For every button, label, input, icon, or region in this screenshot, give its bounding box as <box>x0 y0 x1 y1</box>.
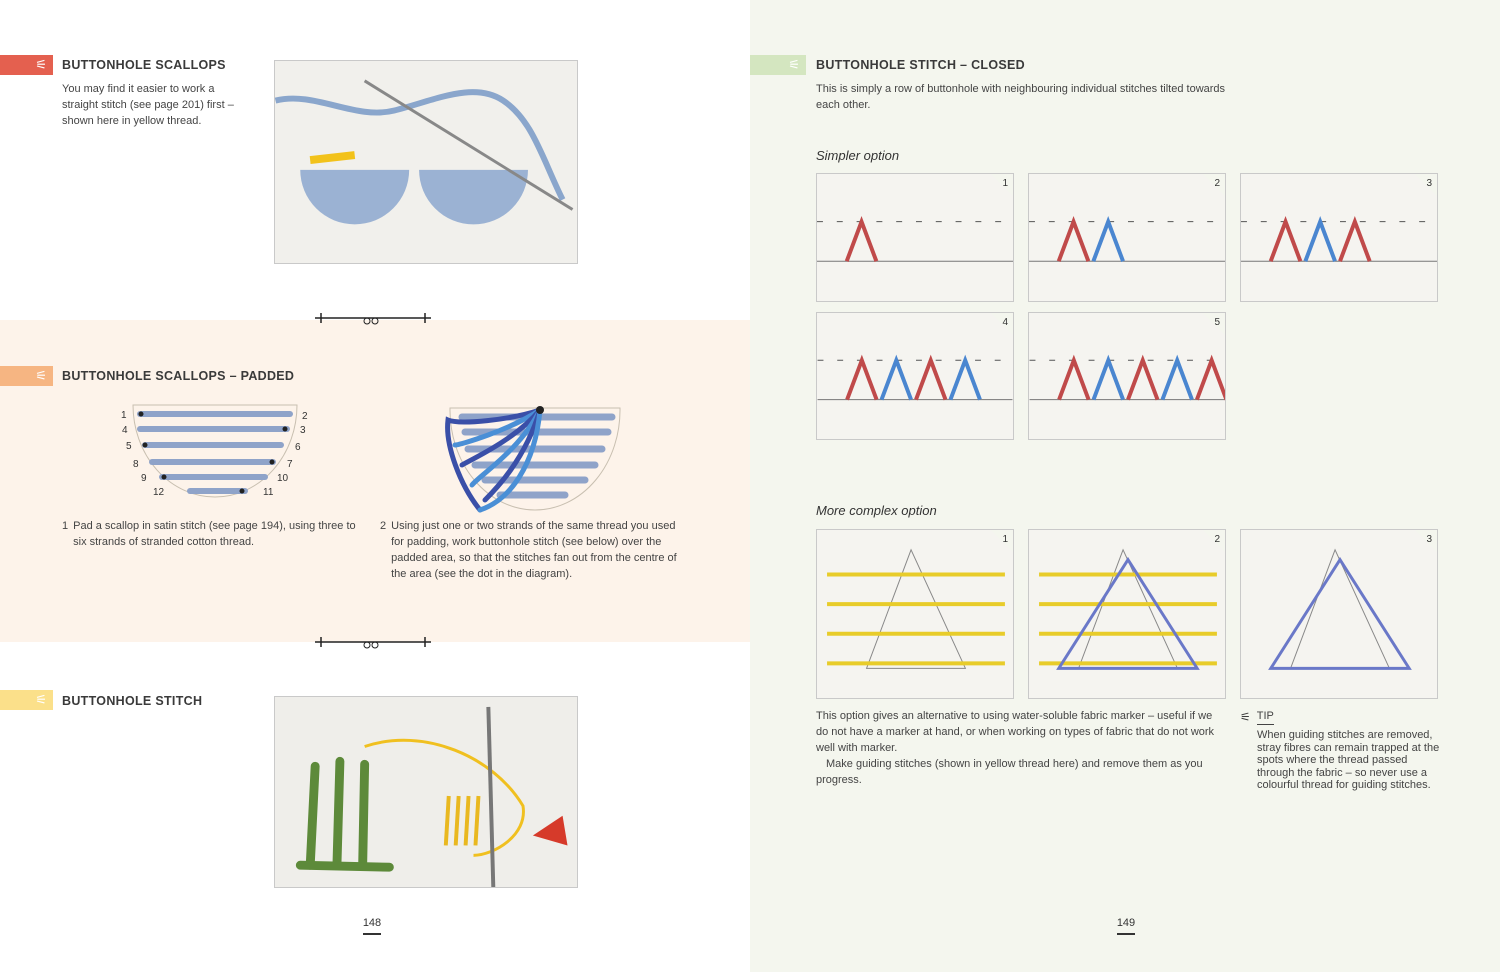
needle-icon: ⚟ <box>788 57 800 72</box>
folded-corner <box>1203 174 1225 196</box>
page-number: 149 <box>1111 917 1141 935</box>
needle-icon: ⚟ <box>35 57 47 72</box>
step-number: 2 <box>1214 178 1220 189</box>
folded-corner <box>1415 530 1437 552</box>
ornament-divider <box>315 313 431 325</box>
buttonhole-fan-diagram <box>445 406 621 513</box>
complex-step-photo: 1 <box>816 529 1014 699</box>
step-2: 2 Using just one or two strands of the sa… <box>380 518 680 582</box>
svg-text:1: 1 <box>121 410 127 421</box>
svg-text:6: 6 <box>295 442 301 453</box>
svg-text:4: 4 <box>122 425 128 436</box>
svg-text:2: 2 <box>302 411 308 422</box>
folded-corner <box>991 313 1013 335</box>
svg-text:8: 8 <box>133 459 139 470</box>
tip-label: TIP <box>1256 708 1274 725</box>
folded-corner <box>991 530 1013 552</box>
section-title: BUTTONHOLE SCALLOPS <box>62 58 226 72</box>
section-intro: This is simply a row of buttonhole with … <box>816 83 1226 111</box>
svg-text:9: 9 <box>141 473 147 484</box>
step-number: 5 <box>1214 317 1220 328</box>
simpler-step-photo: 2 <box>1028 173 1226 302</box>
simpler-step-photo: 1 <box>816 173 1014 302</box>
section-title: BUTTONHOLE STITCH – CLOSED <box>816 58 1025 72</box>
needle-icon: ⚟ <box>35 368 47 383</box>
simpler-step-photo: 5 <box>1028 312 1226 440</box>
svg-text:7: 7 <box>287 459 293 470</box>
folded-corner <box>1415 174 1437 196</box>
padded-section-band <box>0 320 750 642</box>
section-tab-green: ⚟ <box>750 55 806 75</box>
needle-icon: ⚟ <box>35 692 47 707</box>
section-tab-peach: ⚟ <box>0 366 53 386</box>
complex-step-photo: 2 <box>1028 529 1226 699</box>
body-paragraph-2: Make guiding stitches (shown in yellow t… <box>816 758 1203 786</box>
svg-text:3: 3 <box>300 425 306 436</box>
scallops-photo <box>274 60 578 264</box>
complex-option-label: More complex option <box>816 503 937 518</box>
tip-text: When guiding stitches are removed, stray… <box>1257 729 1440 791</box>
body-paragraph-1: This option gives an alternative to usin… <box>816 710 1215 754</box>
step-number: 1 <box>1002 534 1008 545</box>
section-title: BUTTONHOLE SCALLOPS – PADDED <box>62 369 295 383</box>
svg-text:11: 11 <box>263 487 274 498</box>
folded-corner <box>1203 530 1225 552</box>
step-number: 1 <box>1002 178 1008 189</box>
folded-corner <box>1203 313 1225 335</box>
ornament-divider <box>315 637 431 649</box>
simpler-step-photo: 4 <box>816 312 1014 440</box>
body-text: This option gives an alternative to usin… <box>816 708 1226 788</box>
right-page <box>750 0 1500 972</box>
step-number: 3 <box>1426 534 1432 545</box>
step-number: 2 <box>380 520 387 532</box>
step-text: Pad a scallop in satin stitch (see page … <box>73 520 356 548</box>
svg-text:12: 12 <box>153 487 165 498</box>
section-title: BUTTONHOLE STITCH <box>62 694 203 708</box>
buttonhole-stitch-photo <box>274 696 578 888</box>
section-body: You may find it easier to work a straigh… <box>62 83 234 127</box>
tip-box: ⚟ TIP When guiding stitches are removed, … <box>1240 708 1440 792</box>
needle-icon: ⚟ <box>1240 709 1251 724</box>
complex-step-photo: 3 <box>1240 529 1438 699</box>
step-number: 4 <box>1002 317 1008 328</box>
svg-text:5: 5 <box>126 441 132 452</box>
step-text: Using just one or two strands of the sam… <box>391 520 677 580</box>
step-1: 1 Pad a scallop in satin stitch (see page… <box>62 518 372 550</box>
step-number: 3 <box>1426 178 1432 189</box>
section-tab-yellow: ⚟ <box>0 690 53 710</box>
svg-text:10: 10 <box>277 473 289 484</box>
simpler-step-photo: 3 <box>1240 173 1438 302</box>
section-tab-red: ⚟ <box>0 55 53 75</box>
folded-corner <box>991 174 1013 196</box>
step-number: 2 <box>1214 534 1220 545</box>
step-number: 1 <box>62 520 69 532</box>
page-number: 148 <box>357 917 387 935</box>
simpler-option-label: Simpler option <box>816 148 900 163</box>
